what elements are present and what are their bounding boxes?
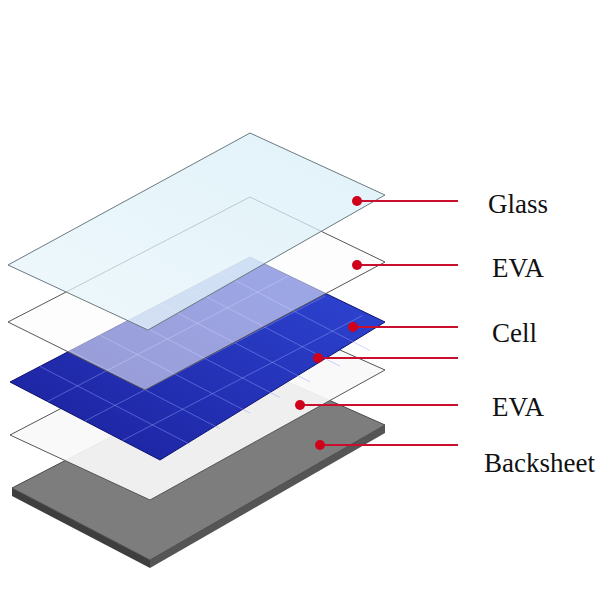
layer-label: EVA — [492, 255, 544, 282]
layer-label: Glass — [488, 191, 548, 218]
leader-dots — [295, 196, 362, 450]
layer-label: Backsheet — [484, 450, 595, 477]
glass-layer — [8, 133, 385, 330]
leader-lines — [300, 201, 458, 445]
layer-label: Cell — [492, 320, 537, 347]
layer-label: EVA — [492, 394, 544, 421]
